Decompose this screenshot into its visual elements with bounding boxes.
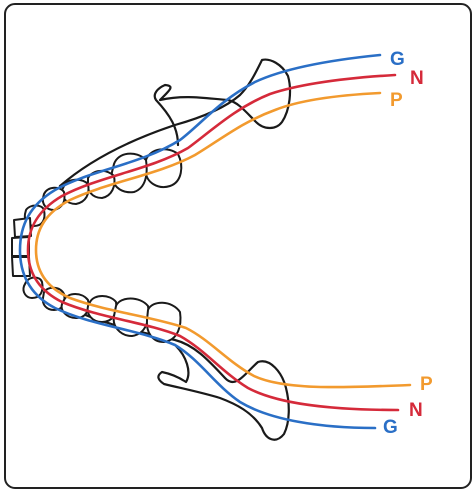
curve-n [26, 73, 400, 412]
curve-g [18, 53, 382, 430]
label-p-upper: P [390, 90, 403, 111]
curve-p [34, 91, 412, 389]
label-n-upper: N [410, 68, 424, 89]
label-p-lower: P [420, 374, 433, 395]
lower-jaw-outline [58, 301, 290, 441]
label-n-lower: N [409, 400, 423, 421]
label-g-upper: G [390, 49, 405, 70]
label-g-lower: G [383, 417, 398, 438]
diagram-frame [4, 3, 472, 489]
